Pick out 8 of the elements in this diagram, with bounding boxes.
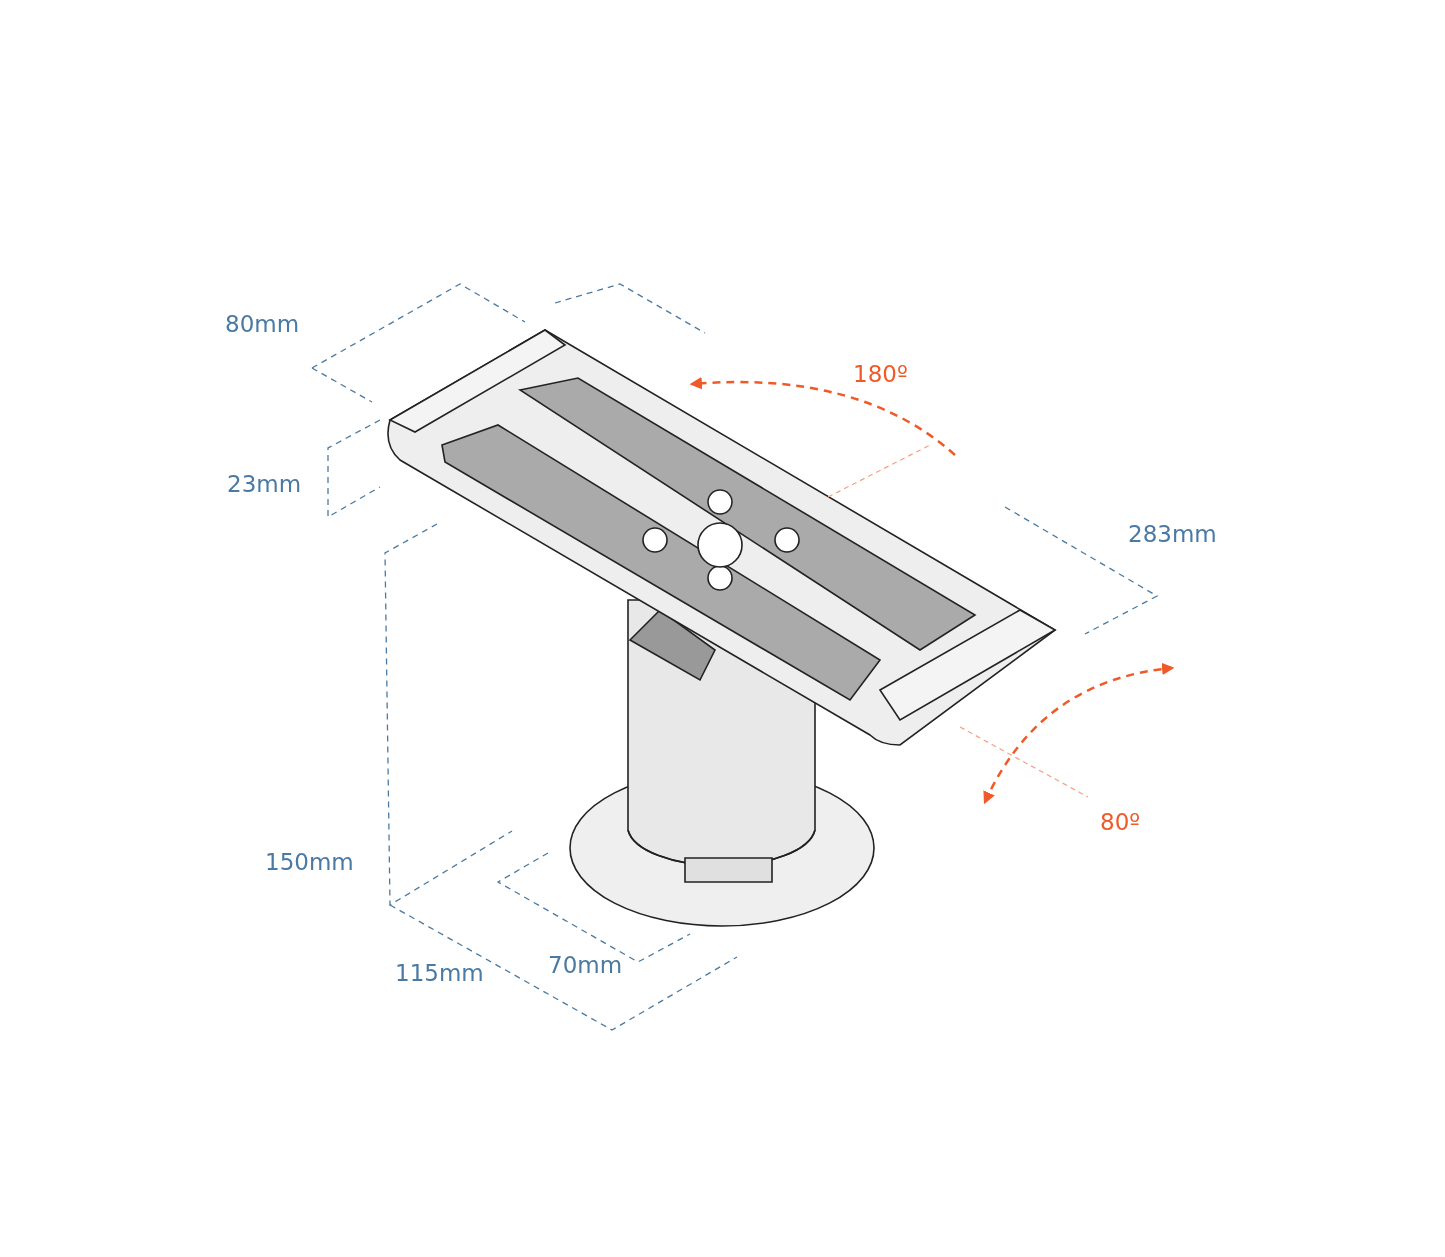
dimension-label: 283mm	[1128, 520, 1217, 548]
dimension-label: 23mm	[227, 470, 302, 498]
dimension-label: 70mm	[548, 951, 623, 979]
dimension-label: 115mm	[395, 959, 484, 987]
angle-label: 80º	[1100, 808, 1141, 836]
dimension-label: 80mm	[225, 310, 300, 338]
dimension-label: 150mm	[265, 848, 354, 876]
angle-label: 180º	[853, 360, 908, 388]
